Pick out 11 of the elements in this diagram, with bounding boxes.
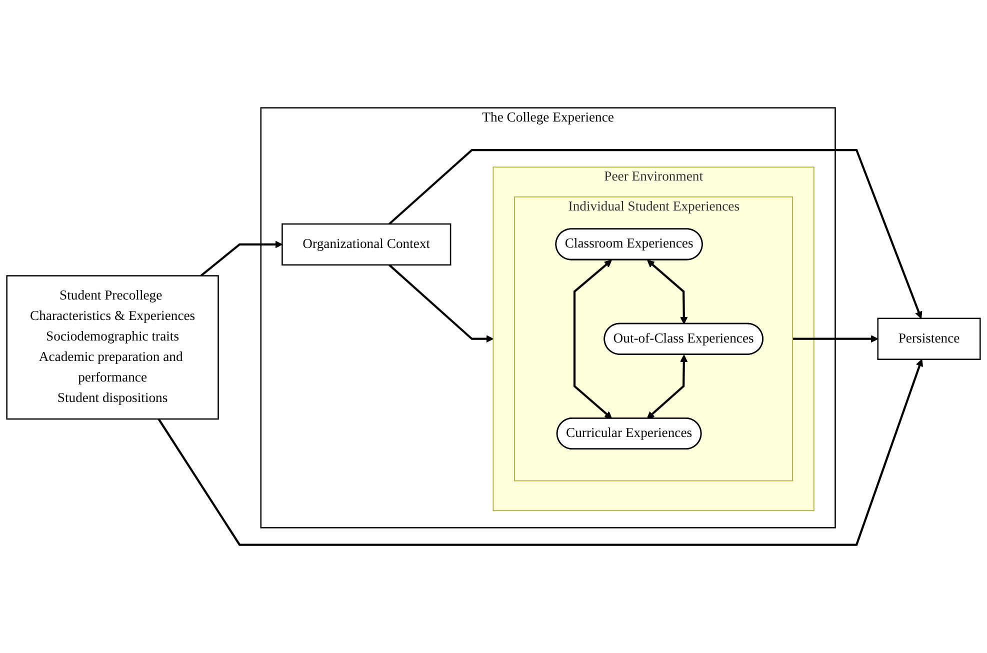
arrow bbox=[792, 335, 878, 343]
arrow bbox=[388, 149, 922, 319]
arrow bbox=[647, 260, 688, 324]
arrow bbox=[200, 240, 283, 277]
arrow bbox=[573, 260, 612, 420]
node-box: Student Precollege Characteristics & Experiences Sociodemographic traits Academic preparation and performance Student dispositions bbox=[6, 275, 219, 420]
arrow bbox=[388, 264, 494, 343]
node-box: Organizational Context bbox=[282, 224, 452, 266]
arrow bbox=[158, 359, 924, 546]
arrow bbox=[646, 354, 688, 420]
node-box: Persistence bbox=[877, 318, 981, 360]
